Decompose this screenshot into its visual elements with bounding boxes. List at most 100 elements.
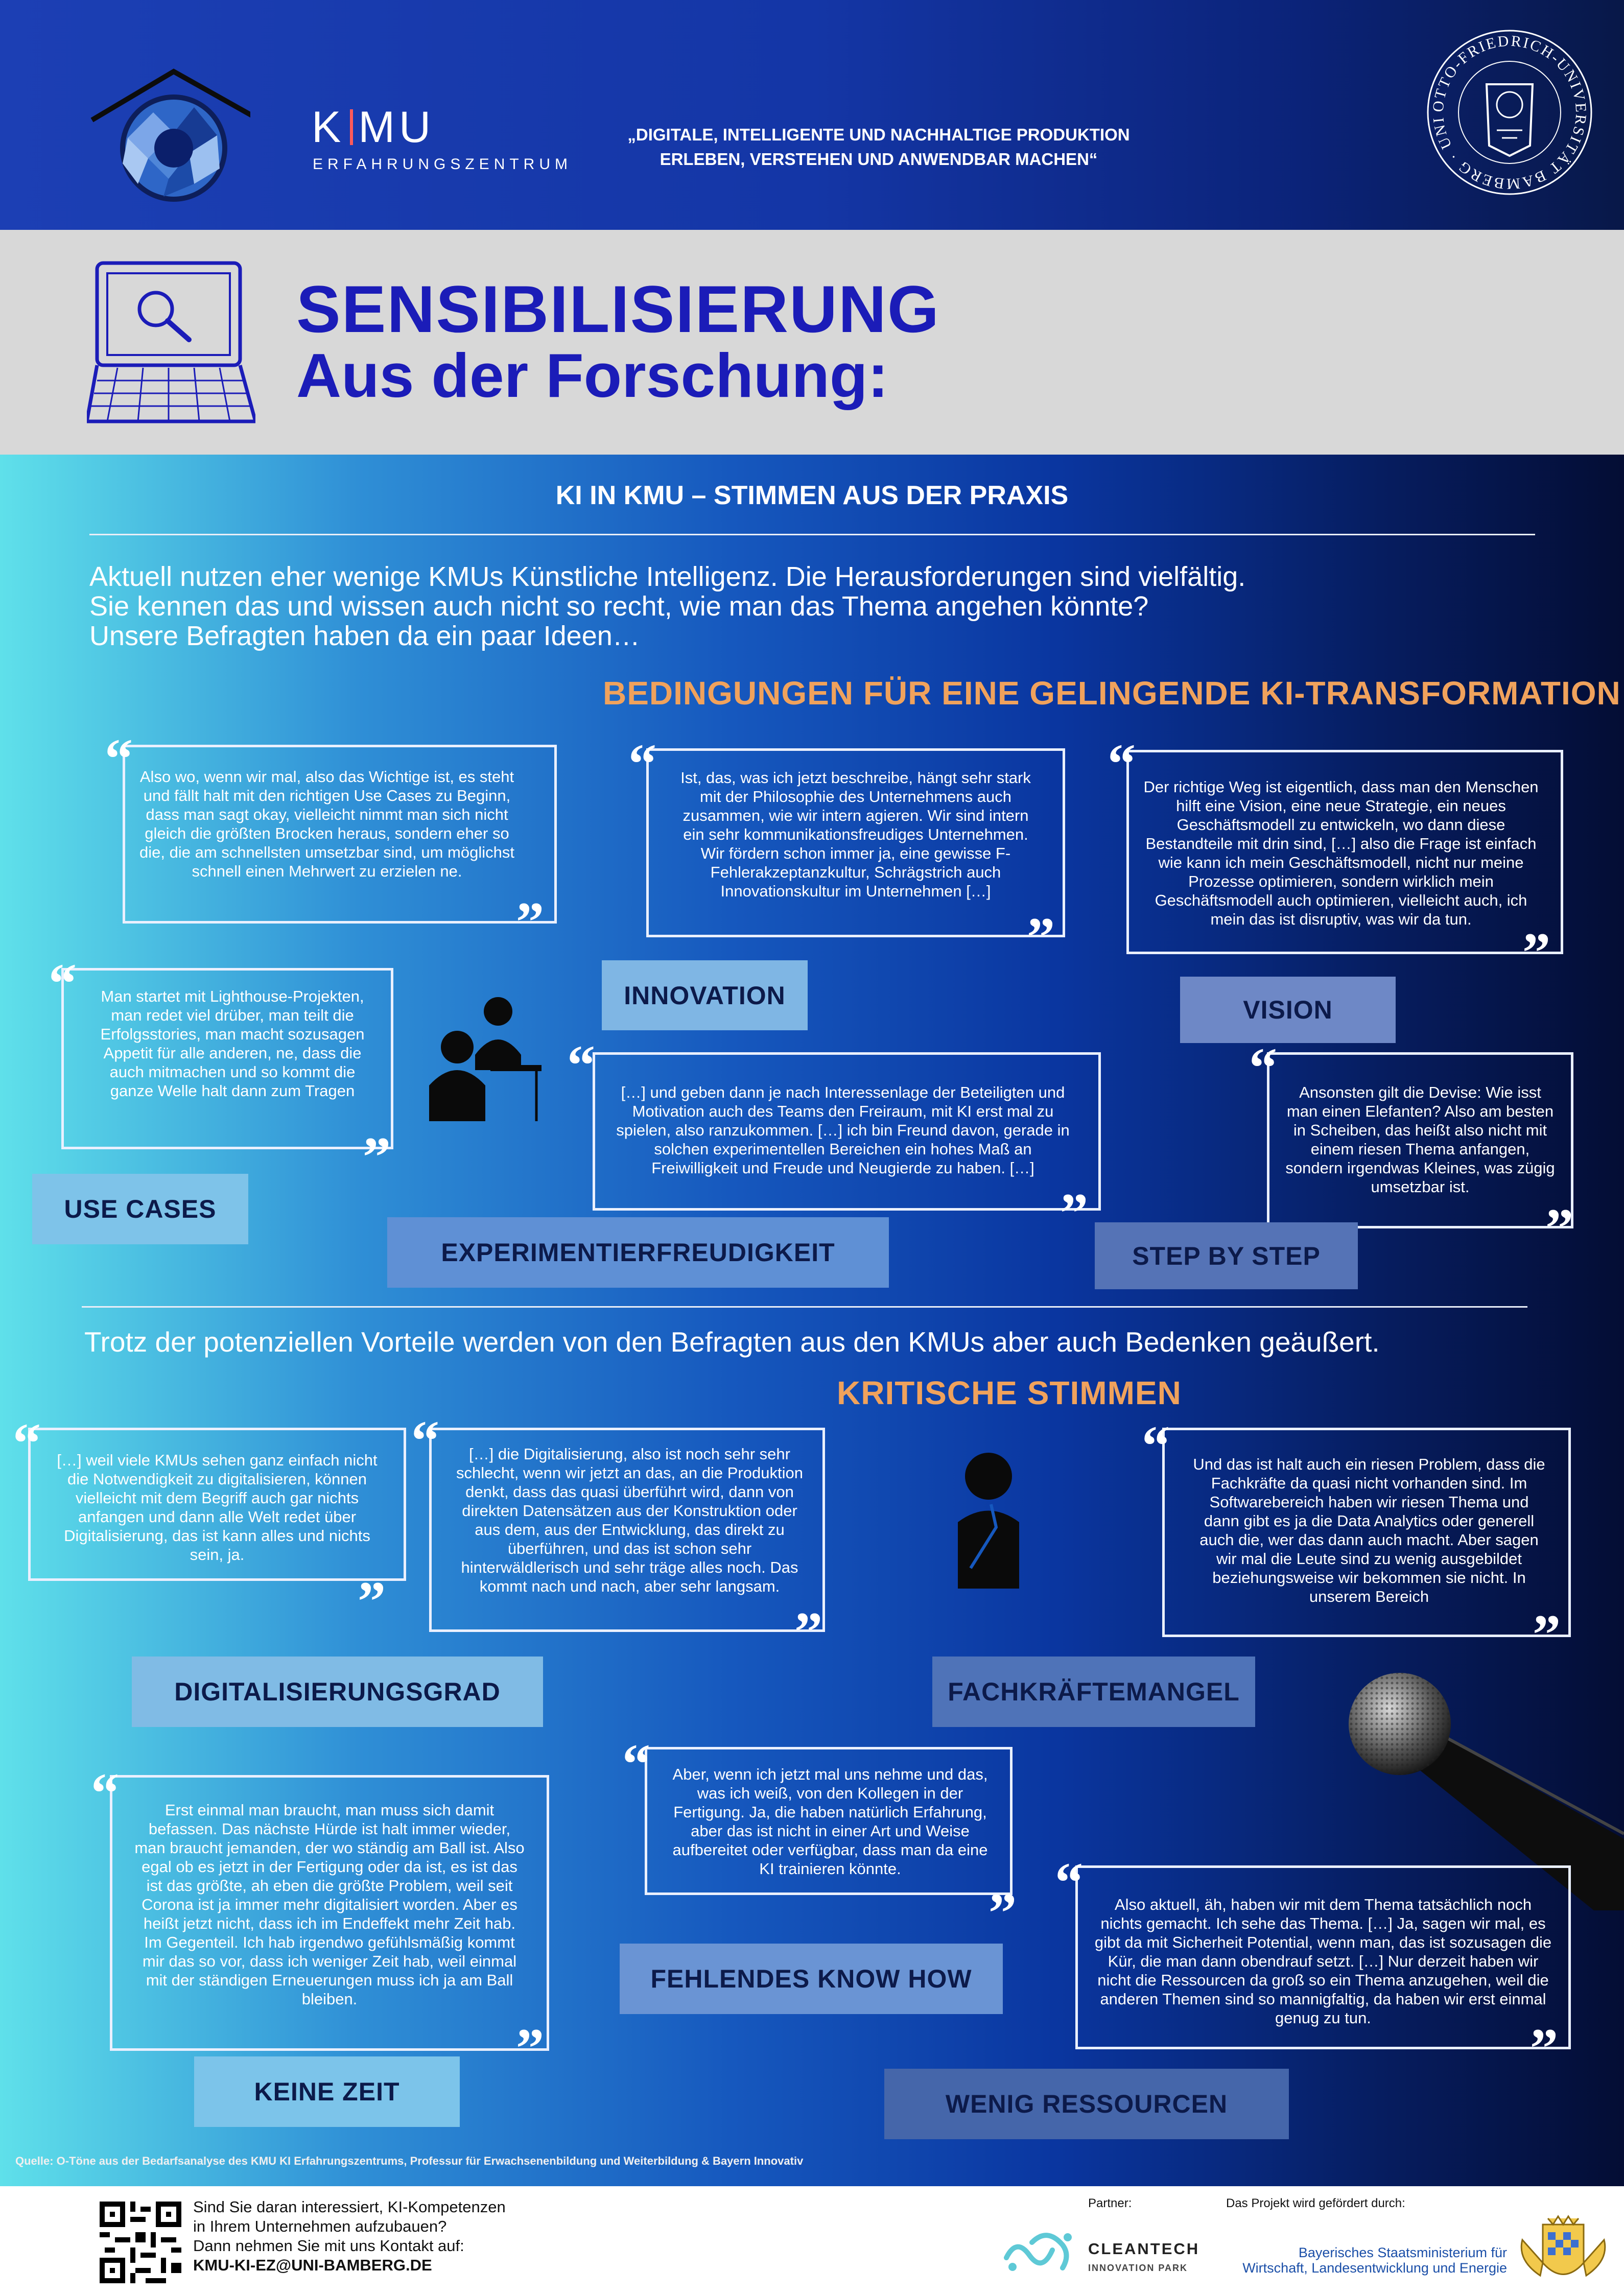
quote-text: Und das ist halt auch ein riesen Problem… xyxy=(1193,1455,1545,1605)
close-quote-icon: ” xyxy=(1027,906,1055,968)
close-quote-icon: ” xyxy=(1522,921,1550,984)
close-quote-icon: ” xyxy=(988,1882,1017,1944)
quote-box xyxy=(110,1775,549,2051)
label-digitalisierungsgrad: DIGITALISIERUNGSGRAD xyxy=(132,1657,543,1727)
open-quote-icon: “ xyxy=(567,1034,595,1096)
quote-text: Also wo, wenn wir mal, also das Wichtige… xyxy=(139,768,514,880)
title-band xyxy=(0,230,1624,455)
slogan-line-2: ERLEBEN, VERSTEHEN UND ANWENDBAR MACHEN“ xyxy=(660,150,1098,169)
logo-mu: MU xyxy=(358,103,435,152)
kmu-logo-icon xyxy=(87,66,257,209)
intro-line-1: Aktuell nutzen eher wenige KMUs Künstlic… xyxy=(89,561,1246,592)
thinking-person-icon xyxy=(950,1451,1027,1589)
section-heading-praxis: KI IN KMU – STIMMEN AUS DER PRAXIS xyxy=(555,481,1069,510)
ministry-name: Bayerisches Staatsministerium für Wirtsc… xyxy=(1216,2245,1507,2276)
header xyxy=(0,0,1624,230)
label-step-by-step: STEP BY STEP xyxy=(1095,1222,1358,1289)
close-quote-icon: ” xyxy=(516,891,544,953)
open-quote-icon: “ xyxy=(1142,1414,1170,1477)
logo-wordmark: K MU xyxy=(312,102,435,153)
open-quote-icon: “ xyxy=(1055,1851,1083,1913)
open-quote-icon: “ xyxy=(628,732,656,795)
quote-box xyxy=(123,745,557,924)
quote-box xyxy=(645,1747,1013,1895)
contact-email-link[interactable]: KMU-KI-EZ@UNI-BAMBERG.DE xyxy=(193,2256,432,2274)
cleantech-name: CLEANTECH xyxy=(1088,2240,1200,2258)
label-fehlendes-know-how: FEHLENDES KNOW HOW xyxy=(620,1944,1003,2014)
close-quote-icon: ” xyxy=(1060,1182,1088,1244)
quote-text: Ist, das, was ich jetzt beschreibe, häng… xyxy=(680,769,1031,900)
funding-label: Das Projekt wird gefördert durch: xyxy=(1226,2196,1405,2210)
page-subtitle: Aus der Forschung: xyxy=(296,341,889,410)
open-quote-icon: “ xyxy=(49,952,77,1014)
label-keine-zeit: KEINE ZEIT xyxy=(194,2056,460,2127)
intro-text: Aktuell nutzen eher wenige KMUs Künstlic… xyxy=(89,562,1571,651)
close-quote-icon: ” xyxy=(516,2017,544,2079)
open-quote-icon: “ xyxy=(1249,1036,1277,1099)
quote-text: Man startet mit Lighthouse-Projekten, ma… xyxy=(100,987,365,1100)
logo-subtitle: ERFAHRUNGSZENTRUM xyxy=(313,156,573,173)
ministry-line-2: Wirtschaft, Landesentwicklung und Energi… xyxy=(1242,2260,1507,2276)
contact-line-2: in Ihrem Unternehmen aufzubauen? xyxy=(193,2217,447,2235)
bavarian-coat-of-arms-icon xyxy=(1512,2214,1614,2291)
microphone-icon xyxy=(1338,1670,1624,1910)
quote-text: Der richtige Weg ist eigentlich, dass ma… xyxy=(1143,778,1539,928)
open-quote-icon: “ xyxy=(105,727,133,790)
slogan-line-1: „DIGITALE, INTELLIGENTE UND NACHHALTIGE … xyxy=(627,125,1130,144)
quote-text: Aber, wenn ich jetzt mal uns nehme und d… xyxy=(672,1765,988,1878)
quote-box xyxy=(1162,1428,1571,1637)
close-quote-icon: ” xyxy=(794,1601,822,1663)
laptop-magnifier-icon xyxy=(84,258,258,432)
divider xyxy=(89,534,1535,535)
logo-k: K xyxy=(312,103,345,152)
quote-text: Ansonsten gilt die Devise: Wie isst man … xyxy=(1285,1083,1555,1196)
close-quote-icon: ” xyxy=(363,1126,391,1188)
slogan: „DIGITALE, INTELLIGENTE UND NACHHALTIGE … xyxy=(587,123,1170,172)
quote-text: Erst einmal man braucht, man muss sich d… xyxy=(134,1801,525,2008)
divider xyxy=(82,1306,1527,1308)
quote-box xyxy=(646,748,1065,937)
label-vision: VISION xyxy=(1180,977,1396,1043)
quote-box xyxy=(28,1428,406,1581)
label-fachkraeftemangel: FACHKRÄFTEMANGEL xyxy=(932,1657,1255,1727)
intro-line-2: Sie kennen das und wissen auch nicht so … xyxy=(89,591,1149,622)
quote-text: Also aktuell, äh, haben wir mit dem Them… xyxy=(1094,1896,1552,2027)
university-seal-icon: OTTO-FRIEDRICH-UNIVERSITÄT BAMBERG · UNI… xyxy=(1418,15,1594,197)
open-quote-icon: “ xyxy=(622,1733,650,1795)
contact-line-3: Dann nehmen Sie mit uns Kontakt auf: xyxy=(193,2237,464,2255)
ministry-line-1: Bayerisches Staatsministerium für xyxy=(1298,2245,1507,2260)
intro-line-3: Unsere Befragten haben da ein paar Ideen… xyxy=(89,621,640,651)
concerns-intro: Trotz der potenziellen Vorteile werden v… xyxy=(84,1326,1380,1358)
label-use-cases: USE CASES xyxy=(32,1174,248,1244)
label-innovation: INNOVATION xyxy=(602,960,808,1030)
quote-box xyxy=(593,1052,1101,1211)
quote-box xyxy=(1075,1865,1571,2049)
open-quote-icon: “ xyxy=(13,1412,41,1474)
open-quote-icon: “ xyxy=(1108,732,1136,795)
quote-box xyxy=(61,968,393,1149)
quote-box xyxy=(1126,750,1563,954)
source-note: Quelle: O-Töne aus der Bedarfsanalyse de… xyxy=(15,2155,804,2167)
contact-text: Sind Sie daran interessiert, KI-Kompeten… xyxy=(193,2197,506,2275)
people-at-desk-icon xyxy=(427,988,542,1126)
label-experimentierfreudigkeit: EXPERIMENTIERFREUDIGKEIT xyxy=(387,1217,889,1288)
close-quote-icon: ” xyxy=(1530,2017,1558,2079)
label-wenig-ressourcen: WENIG RESSOURCEN xyxy=(884,2069,1289,2139)
quote-text: […] die Digitalisierung, also ist noch s… xyxy=(456,1445,803,1595)
cleantech-logo-icon xyxy=(1001,2227,1078,2278)
quote-box xyxy=(429,1428,825,1632)
quote-text: […] weil viele KMUs sehen ganz einfach n… xyxy=(57,1451,378,1564)
page-title: SENSIBILISIERUNG xyxy=(296,272,940,346)
conditions-heading: BEDINGUNGEN FÜR EINE GELINGENDE KI-TRANS… xyxy=(603,675,1621,712)
qr-code-icon[interactable] xyxy=(100,2202,181,2283)
footer xyxy=(0,2186,1624,2295)
open-quote-icon: “ xyxy=(411,1409,439,1472)
critical-heading: KRITISCHE STIMMEN xyxy=(837,1375,1182,1411)
partner-label: Partner: xyxy=(1088,2196,1132,2210)
open-quote-icon: “ xyxy=(91,1762,119,1824)
logo-bar xyxy=(350,109,354,145)
quote-box xyxy=(1267,1052,1573,1228)
quote-text: […] und geben dann je nach Interessenlag… xyxy=(616,1083,1070,1177)
close-quote-icon: ” xyxy=(358,1570,386,1632)
cleantech-subtitle: INNOVATION PARK xyxy=(1088,2263,1188,2273)
